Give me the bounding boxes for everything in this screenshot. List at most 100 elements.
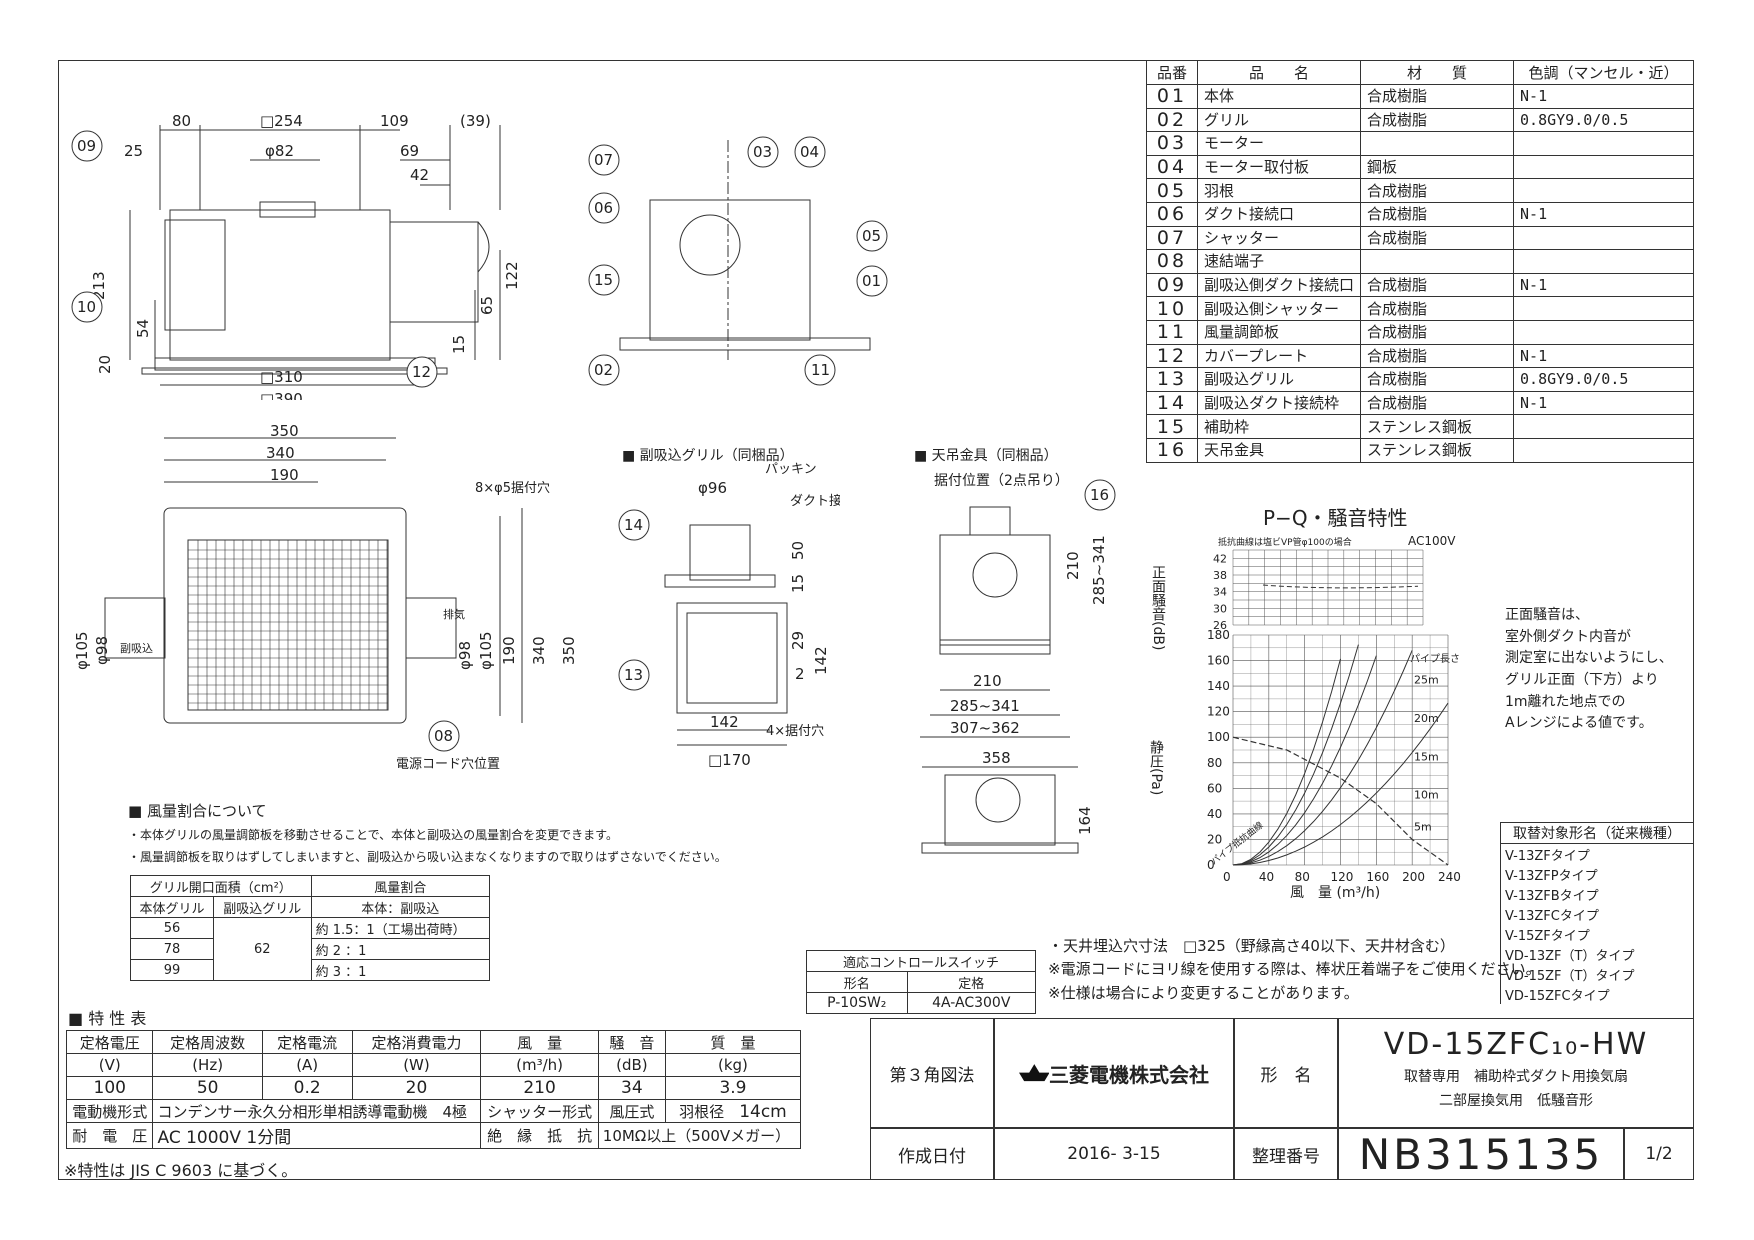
pq-x-tick: 0 bbox=[1223, 870, 1231, 884]
dim-phi82: φ82 bbox=[265, 142, 294, 160]
plan-exhaust-port bbox=[405, 597, 457, 659]
parts-cell-material: 合成樹脂 bbox=[1360, 343, 1515, 369]
plan-label-exhaust: 排気 bbox=[443, 607, 465, 621]
plan-dim-350: 350 bbox=[270, 422, 299, 440]
airflow-r2-c: 約 2 ：1 bbox=[310, 938, 491, 960]
parts-header-no: 品番 bbox=[1146, 60, 1198, 85]
dim-390: □390 bbox=[260, 390, 303, 400]
parts-cell-color bbox=[1513, 131, 1694, 156]
airflow-r1-a: 56 bbox=[130, 917, 214, 939]
dim-254: □254 bbox=[260, 112, 303, 130]
spec-headers-1: 定格周波数 bbox=[152, 1030, 263, 1054]
spec-values-4: 210 bbox=[480, 1076, 599, 1100]
parts-cell-no: 02 bbox=[1146, 107, 1198, 133]
pq-y-tick: 0 bbox=[1207, 858, 1215, 872]
parts-cell-color bbox=[1513, 249, 1694, 274]
side-callout-15-label: 15 bbox=[594, 271, 613, 289]
side-callout-06-label: 06 bbox=[594, 199, 613, 217]
hanger-front-flange bbox=[921, 842, 1079, 854]
hanger-flange bbox=[939, 639, 1051, 655]
spec-insul-value: 10MΩ以上（500Vメガー） bbox=[597, 1122, 802, 1149]
pq-x-tick: 120 bbox=[1331, 870, 1354, 884]
parts-cell-no: 12 bbox=[1146, 343, 1198, 369]
parts-cell-color bbox=[1513, 414, 1694, 439]
parts-cell-material: 合成樹脂 bbox=[1360, 84, 1515, 109]
spec-headers-5: 騒 音 bbox=[597, 1030, 666, 1054]
callout-09-label: 09 bbox=[77, 137, 96, 155]
airflow-r1-c: 約 1.5：1（工場出荷時） bbox=[310, 917, 491, 939]
sub-grille-label-holes: 4×据付穴 bbox=[766, 724, 824, 739]
front-exhaust-port bbox=[389, 221, 479, 323]
spec-headers-2: 定格電流 bbox=[261, 1030, 353, 1054]
pq-pipe-curve-label: 15m bbox=[1414, 750, 1439, 763]
noise-tick-label: 34 bbox=[1213, 586, 1227, 599]
noise-note-3: 測定室に出ないようにし、 bbox=[1505, 650, 1673, 667]
parts-cell-color bbox=[1513, 296, 1694, 321]
pq-pipe-curve-label: 5m bbox=[1414, 821, 1432, 834]
notes: ・天井埋込穴寸法 □325（野縁高さ40以下、天井材含む） ※電源コードにヨリ線… bbox=[1048, 935, 1541, 1005]
tb-number: NB315135 bbox=[1338, 1128, 1624, 1180]
parts-cell-name: 天吊金具 bbox=[1196, 437, 1362, 463]
side-callout-01 bbox=[856, 265, 888, 297]
replace-item: V-13ZFPタイプ bbox=[1500, 864, 1694, 884]
parts-cell-name: 副吸込側ダクト接続口 bbox=[1196, 272, 1362, 298]
spec-values-1: 50 bbox=[152, 1076, 263, 1100]
pq-pipe-curve bbox=[1232, 702, 1449, 866]
replace-item: V-15ZFタイプ bbox=[1500, 924, 1694, 944]
plan-dim-holes: 8×φ5据付穴 bbox=[475, 481, 550, 496]
sub-grille-title: ■ 副吸込グリル（同梱品） bbox=[622, 448, 794, 464]
sub-grille-callout-14 bbox=[618, 509, 650, 541]
parts-cell-no: 04 bbox=[1146, 154, 1198, 180]
side-flange bbox=[619, 337, 871, 351]
spec-values-0: 100 bbox=[65, 1076, 154, 1100]
spec-units-6: (kg) bbox=[664, 1053, 802, 1077]
parts-cell-color bbox=[1513, 154, 1694, 180]
noise-tick-label: 42 bbox=[1213, 552, 1227, 565]
spec-units-3: (W) bbox=[351, 1053, 482, 1077]
sub-grille-face bbox=[676, 602, 788, 714]
spec-headers-3: 定格消費電力 bbox=[351, 1030, 482, 1054]
side-callout-02-label: 02 bbox=[594, 361, 613, 379]
front-view: 80 □254 109 (39) 25 φ82 69 42 213 54 122… bbox=[71, 112, 521, 400]
pq-y-tick: 40 bbox=[1207, 807, 1222, 821]
noise-note-6: Aレンジによる値です。 bbox=[1505, 715, 1653, 732]
spec-motor-label: 電動機形式 bbox=[65, 1099, 154, 1123]
tb-desc2: 二部屋換気用 低騒音形 bbox=[1439, 1093, 1593, 1109]
parts-cell-material: 合成樹脂 bbox=[1360, 178, 1515, 203]
parts-cell-material: 合成樹脂 bbox=[1360, 390, 1515, 416]
front-exhaust-end bbox=[477, 221, 490, 273]
airflow-shared: 62 bbox=[213, 917, 312, 981]
plan-callout-08 bbox=[428, 720, 460, 752]
hanger-dim-285-341v: 285~341 bbox=[1090, 535, 1108, 605]
parts-cell-material: ステンレス鋼板 bbox=[1360, 414, 1515, 439]
airflow-title: ■ 風量割合について bbox=[128, 802, 267, 820]
airflow-note-1: ・本体グリルの風量調節板を移動させることで、本体と副吸込の風量割合を変更できます… bbox=[128, 828, 618, 842]
switch-col2: 定格 bbox=[906, 971, 1037, 993]
side-fan bbox=[679, 214, 741, 276]
sub-grille-dim-142h: 142 bbox=[710, 713, 739, 731]
parts-cell-name: 副吸込ダクト接続枠 bbox=[1196, 390, 1362, 416]
pq-y-tick: 180 bbox=[1207, 628, 1230, 642]
callout-09 bbox=[71, 130, 103, 162]
noise-tick-label: 26 bbox=[1213, 619, 1227, 632]
callout-12 bbox=[406, 356, 438, 388]
chart-note-left: 抵抗曲線は塩ビVP管φ100の場合 bbox=[1218, 536, 1352, 548]
side-callout-11 bbox=[804, 354, 836, 386]
parts-cell-material: ステンレス鋼板 bbox=[1360, 437, 1515, 463]
pq-x-tick: 160 bbox=[1366, 870, 1389, 884]
front-top-port bbox=[259, 201, 316, 218]
pq-y-tick: 120 bbox=[1207, 705, 1230, 719]
parts-cell-color bbox=[1513, 225, 1694, 251]
side-callout-11-label: 11 bbox=[811, 361, 830, 379]
switch-col1: 形名 bbox=[806, 971, 908, 993]
replace-item: VD-13ZF（T）タイプ bbox=[1500, 944, 1694, 964]
